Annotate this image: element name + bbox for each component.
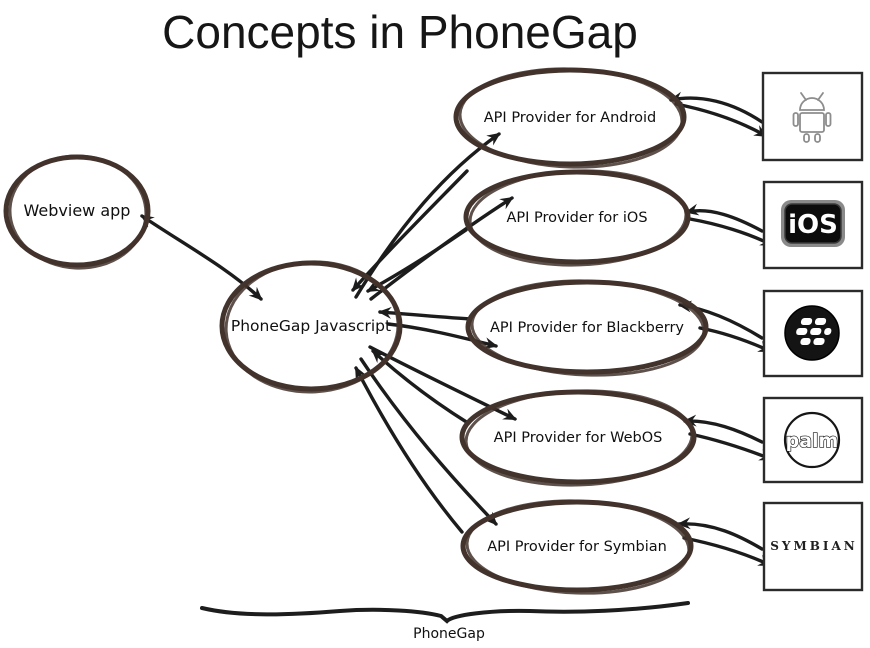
arrow-symbian-provider-to-box bbox=[682, 536, 772, 567]
node-api-provider-webos: API Provider for WebOS bbox=[459, 389, 697, 487]
palm-badge-label: palm bbox=[786, 430, 839, 452]
arrow-android-box-to-provider bbox=[668, 91, 764, 124]
api-provider-android-label: API Provider for Android bbox=[484, 110, 656, 126]
phonegap-brace-group: PhoneGap bbox=[200, 601, 690, 642]
platform-box-blackberry bbox=[762, 289, 864, 378]
arrow-webos-provider-to-core bbox=[371, 349, 470, 425]
platform-box-palm: palm bbox=[762, 396, 864, 484]
node-phonegap-javascript: PhoneGap Javascript bbox=[219, 260, 403, 394]
arrow-ios-provider-to-core bbox=[366, 228, 468, 293]
arrow-ios-provider-to-box bbox=[688, 217, 774, 247]
api-provider-blackberry-label: API Provider for Blackberry bbox=[490, 320, 684, 336]
ios-badge-label: iOS bbox=[788, 210, 838, 240]
ios-badge-icon: iOS bbox=[781, 200, 845, 247]
arrow-android-provider-to-box bbox=[674, 102, 768, 138]
webview-app-label: Webview app bbox=[24, 201, 131, 220]
arrow-palm-box-to-provider bbox=[682, 414, 764, 444]
node-api-provider-symbian: API Provider for Symbian bbox=[460, 499, 694, 595]
platform-box-ios: iOS bbox=[762, 180, 864, 270]
platform-box-symbian: SYMBIAN bbox=[762, 501, 864, 592]
palm-logo-icon: palm bbox=[783, 411, 841, 469]
node-webview-app: Webview app bbox=[3, 154, 151, 270]
node-api-provider-ios: API Provider for iOS bbox=[463, 169, 691, 267]
api-provider-symbian-label: API Provider for Symbian bbox=[487, 539, 667, 555]
node-api-provider-blackberry: API Provider for Blackberry bbox=[465, 279, 709, 377]
phonegap-brace-label: PhoneGap bbox=[413, 626, 485, 642]
api-provider-webos-label: API Provider for WebOS bbox=[494, 430, 663, 446]
arrow-core-to-android-provider bbox=[354, 132, 501, 299]
symbian-wordmark-icon: SYMBIAN bbox=[770, 539, 858, 553]
platform-box-android bbox=[761, 71, 864, 162]
arrow-blackberry-provider-to-core bbox=[377, 306, 472, 321]
arrow-android-provider-to-core bbox=[351, 169, 469, 292]
arrow-symbian-provider-to-core bbox=[354, 366, 464, 534]
blackberry-logo-icon bbox=[784, 305, 840, 361]
node-api-provider-android: API Provider for Android bbox=[453, 67, 687, 169]
arrow-core-to-symbian-provider bbox=[359, 357, 498, 526]
phonegap-javascript-label: PhoneGap Javascript bbox=[231, 317, 391, 335]
android-robot-icon bbox=[792, 92, 832, 143]
phonegap-brace-line bbox=[200, 601, 690, 624]
arrow-blackberry-provider-to-box bbox=[698, 326, 772, 353]
arrow-webview-core bbox=[140, 214, 263, 301]
api-provider-ios-label: API Provider for iOS bbox=[506, 210, 647, 226]
arrow-symbian-box-to-provider bbox=[676, 517, 764, 551]
arrow-ios-box-to-provider bbox=[684, 203, 764, 233]
arrow-webos-provider-to-box bbox=[688, 432, 773, 461]
page-title: Concepts in PhoneGap bbox=[162, 6, 638, 58]
